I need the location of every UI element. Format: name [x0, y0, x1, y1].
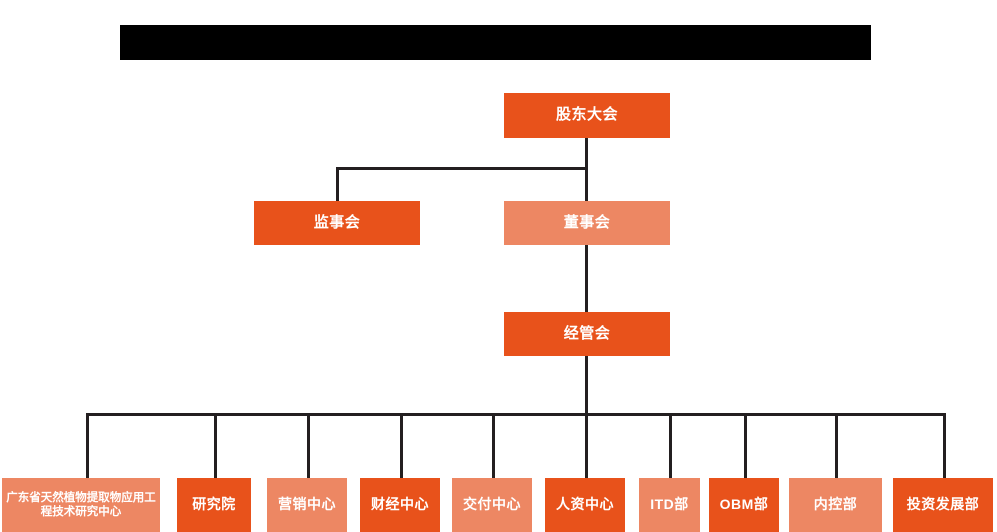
connector-drop-institute	[214, 413, 217, 479]
node-shareholders[interactable]: 股东大会	[504, 93, 670, 138]
node-institute-label: 研究院	[192, 496, 236, 513]
node-marketing-center-label: 营销中心	[278, 496, 336, 513]
redacted-title-bar	[120, 25, 871, 60]
node-directors[interactable]: 董事会	[504, 201, 670, 245]
connector-drop-finance-center	[400, 413, 403, 479]
connector-drop-itd-dept	[669, 413, 672, 479]
node-investment-development-dept[interactable]: 投资发展部	[893, 478, 993, 532]
node-itd-dept[interactable]: ITD部	[639, 478, 700, 532]
node-finance-center[interactable]: 财经中心	[360, 478, 440, 532]
connector-drop-internal-control-dept	[835, 413, 838, 479]
connector-drop-marketing-center	[307, 413, 310, 479]
connector-directors-to-management	[585, 245, 588, 313]
connector-drop-obm-dept	[744, 413, 747, 479]
node-hr-center-label: 人资中心	[556, 496, 614, 513]
connector-drop-hr-center	[585, 413, 588, 479]
node-shareholders-label: 股东大会	[555, 106, 618, 124]
node-supervisors-label: 监事会	[313, 213, 361, 231]
node-research-center[interactable]: 广东省天然植物提取物应用工程技术研究中心	[2, 478, 160, 532]
connector-drop-delivery-center	[492, 413, 495, 479]
node-institute[interactable]: 研究院	[177, 478, 251, 532]
node-finance-center-label: 财经中心	[371, 496, 429, 513]
node-research-center-label: 广东省天然植物提取物应用工程技术研究中心	[6, 491, 156, 518]
node-management-label: 经管会	[563, 324, 611, 342]
node-delivery-center-label: 交付中心	[463, 496, 521, 513]
node-management[interactable]: 经管会	[504, 312, 670, 356]
node-obm-dept-label: OBM部	[719, 496, 769, 513]
node-obm-dept[interactable]: OBM部	[709, 478, 779, 532]
node-directors-label: 董事会	[563, 213, 611, 231]
node-marketing-center[interactable]: 营销中心	[267, 478, 347, 532]
connector-drop-supervisors	[336, 167, 339, 202]
connector-shareholders-stem	[585, 138, 588, 169]
node-investment-development-dept-label: 投资发展部	[906, 496, 980, 513]
node-supervisors[interactable]: 监事会	[254, 201, 420, 245]
connector-drop-research-center	[86, 413, 89, 479]
node-delivery-center[interactable]: 交付中心	[452, 478, 532, 532]
connector-level1-bus	[336, 167, 588, 170]
node-hr-center[interactable]: 人资中心	[545, 478, 625, 532]
node-internal-control-dept[interactable]: 内控部	[789, 478, 882, 532]
connector-departments-bus	[86, 413, 946, 416]
connector-drop-investment-development-dept	[943, 413, 946, 479]
connector-management-stem	[585, 356, 588, 416]
node-internal-control-dept-label: 内控部	[813, 496, 858, 513]
node-itd-dept-label: ITD部	[650, 496, 689, 513]
connector-drop-directors	[585, 167, 588, 202]
